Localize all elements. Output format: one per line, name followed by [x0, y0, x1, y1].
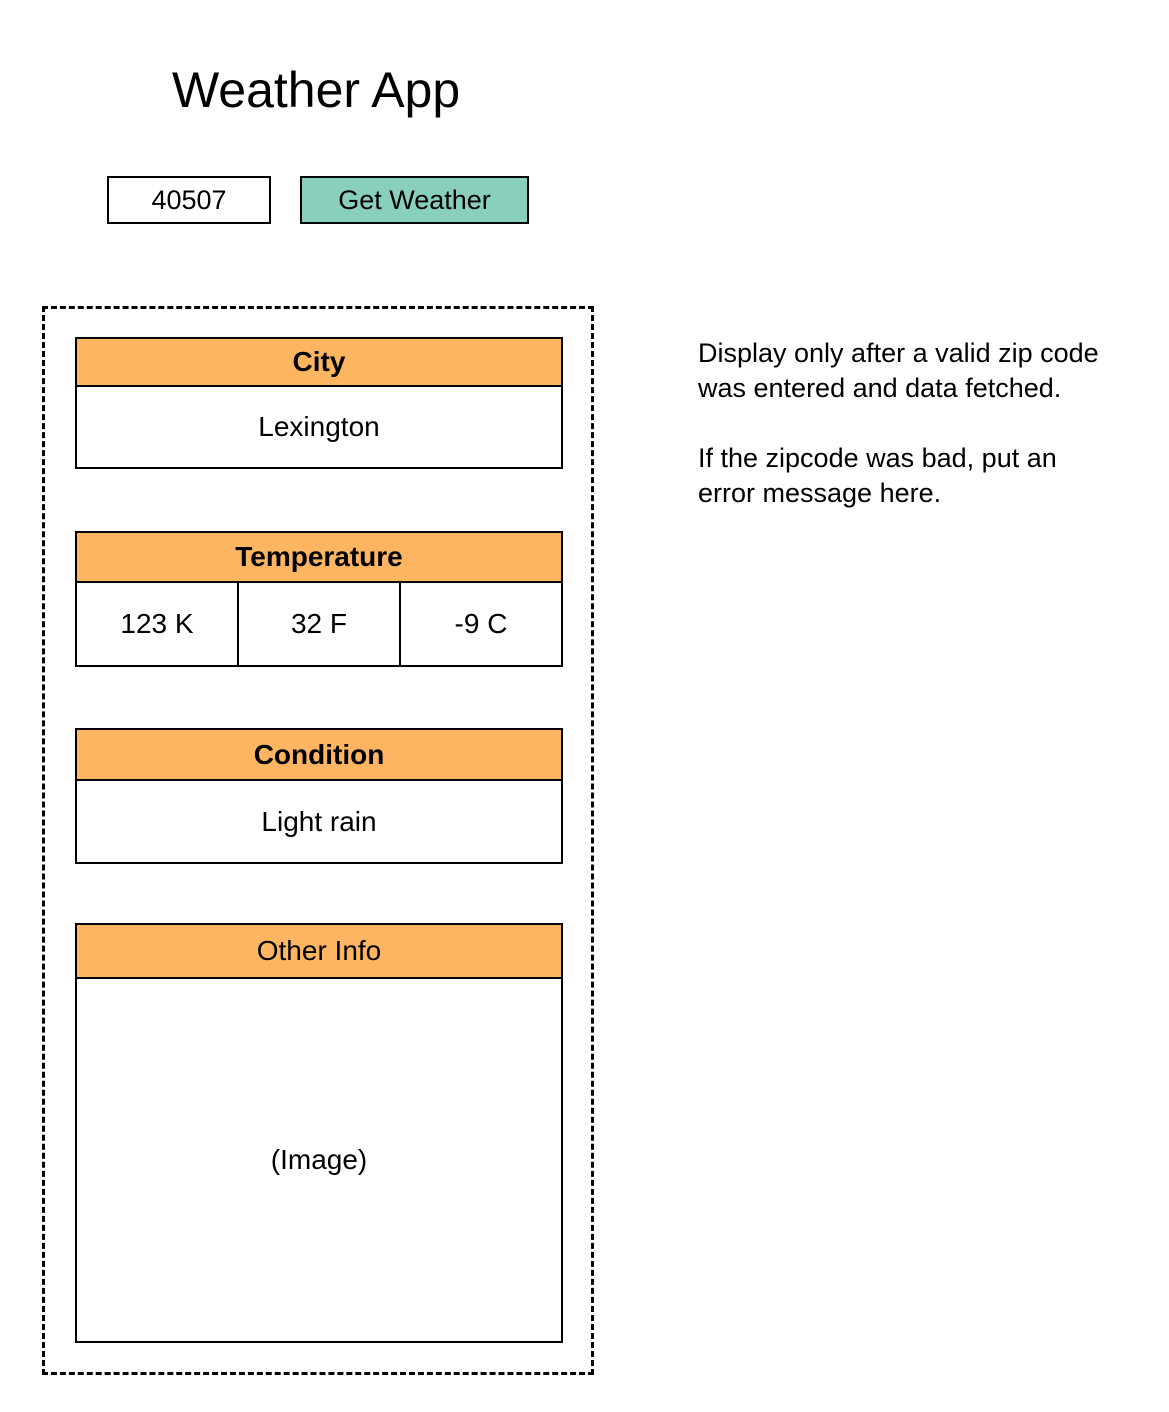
display-note: Display only after a valid zip code was … [698, 336, 1099, 406]
note-line: was entered and data fetched. [698, 373, 1062, 403]
temperature-fahrenheit: 32 F [237, 583, 399, 665]
condition-card: Condition Light rain [75, 728, 563, 864]
other-info-card: Other Info (Image) [75, 923, 563, 1343]
temperature-kelvin: 123 K [120, 608, 194, 639]
condition-header: Condition [77, 730, 561, 781]
city-header: City [77, 339, 561, 387]
temperature-header: Temperature [77, 533, 561, 583]
zip-code-input[interactable] [107, 176, 271, 224]
temperature-card: Temperature 123 K 32 F -9 C [75, 531, 563, 667]
note-line: error message here. [698, 478, 942, 508]
error-note: If the zipcode was bad, put an error mes… [698, 441, 1057, 511]
city-card: City Lexington [75, 337, 563, 469]
page-title: Weather App [172, 62, 461, 118]
note-line: Display only after a valid zip code [698, 338, 1099, 368]
temperature-celsius: -9 C [399, 583, 561, 665]
condition-value: Light rain [261, 805, 377, 837]
image-placeholder: (Image) [270, 1144, 368, 1175]
results-container [42, 306, 594, 1375]
note-line: If the zipcode was bad, put an [698, 443, 1057, 473]
get-weather-button[interactable]: Get Weather [300, 176, 529, 224]
other-info-header: Other Info [77, 925, 561, 979]
city-value: Lexington [258, 411, 380, 442]
temperature-row: 123 K 32 F -9 C [77, 583, 561, 665]
